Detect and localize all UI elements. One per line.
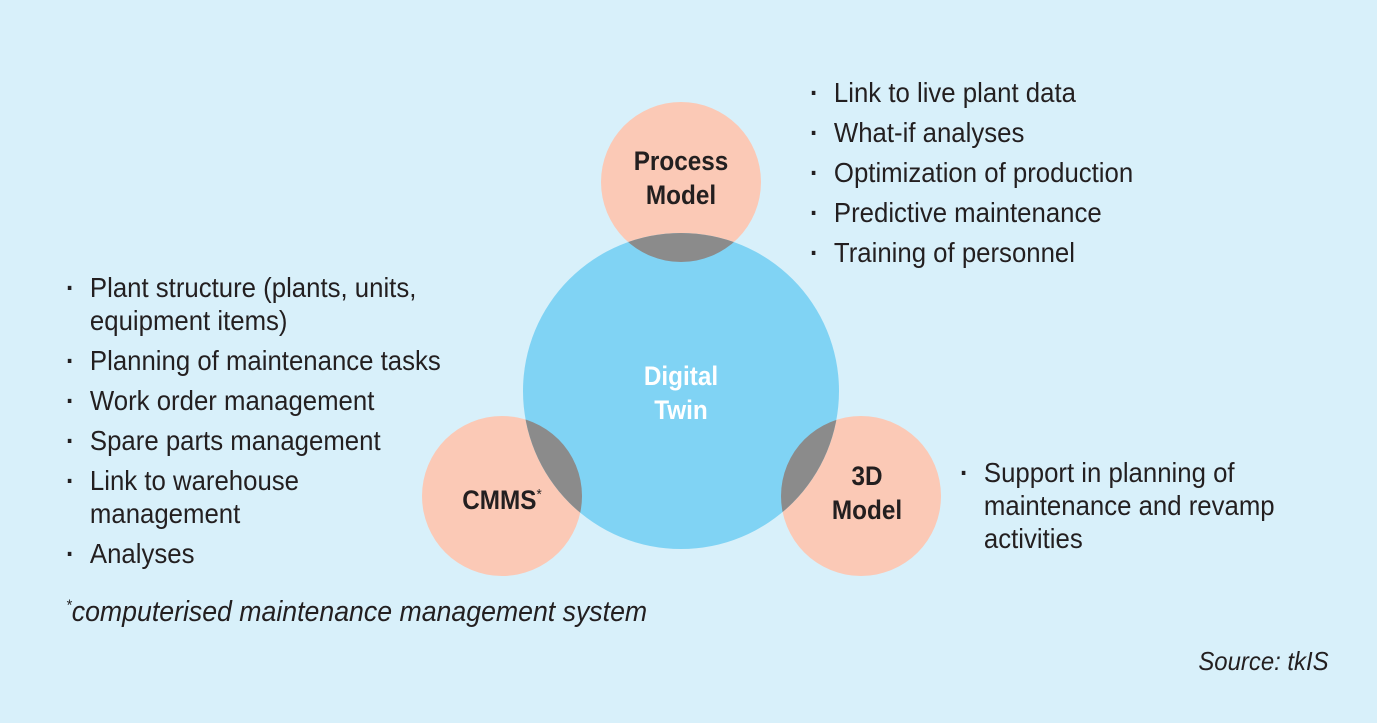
list-item: Planning of maintenance tasks	[66, 344, 480, 377]
digital-twin-label: Digital Twin	[609, 359, 753, 427]
process-model-circle	[601, 102, 761, 262]
list-item: Training of personnel	[810, 236, 1178, 269]
list-item: Support in planning of maintenance and r…	[960, 456, 1300, 555]
list-item: Link to live plant data	[810, 76, 1178, 109]
footnote-text: computerised maintenance management syst…	[71, 596, 648, 628]
list-item: Plant structure (plants, units, equipmen…	[66, 271, 480, 337]
cmms-asterisk: *	[536, 486, 542, 503]
process-model-label-line1: Process	[633, 146, 729, 176]
process-model-label: Process Model	[609, 144, 753, 212]
list-item: Spare parts management	[66, 424, 480, 457]
3d-model-bullets: Support in planning of maintenance and r…	[960, 456, 1300, 562]
list-item: What-if analyses	[810, 116, 1178, 149]
cmms-label-text: CMMS*	[430, 478, 574, 517]
list-item: Predictive maintenance	[810, 196, 1178, 229]
list-item: Optimization of production	[810, 156, 1178, 189]
digital-twin-label-line1: Digital	[643, 361, 719, 391]
digital-twin-label-line2: Twin	[654, 395, 708, 425]
process-model-bullets: Link to live plant data What-if analyses…	[810, 76, 1178, 276]
list-item: Work order management	[66, 384, 480, 417]
cmms-label-name: CMMS	[462, 485, 537, 515]
3d-model-label: 3D Model	[795, 459, 939, 527]
3d-model-label-line1: 3D	[851, 461, 883, 491]
cmms-label: CMMS*	[430, 478, 574, 517]
cmms-bullets: Plant structure (plants, units, equipmen…	[66, 271, 480, 577]
footnote-marker: *	[66, 597, 72, 615]
source-credit: Source: tkIS	[1198, 646, 1329, 676]
footnote: *computerised maintenance management sys…	[66, 596, 647, 629]
3d-model-label-line2: Model	[831, 495, 903, 525]
process-model-label-line2: Model	[645, 180, 717, 210]
digital-twin-circle	[523, 233, 839, 549]
list-item: Analyses	[66, 537, 480, 570]
list-item: Link to warehouse management	[66, 464, 329, 530]
